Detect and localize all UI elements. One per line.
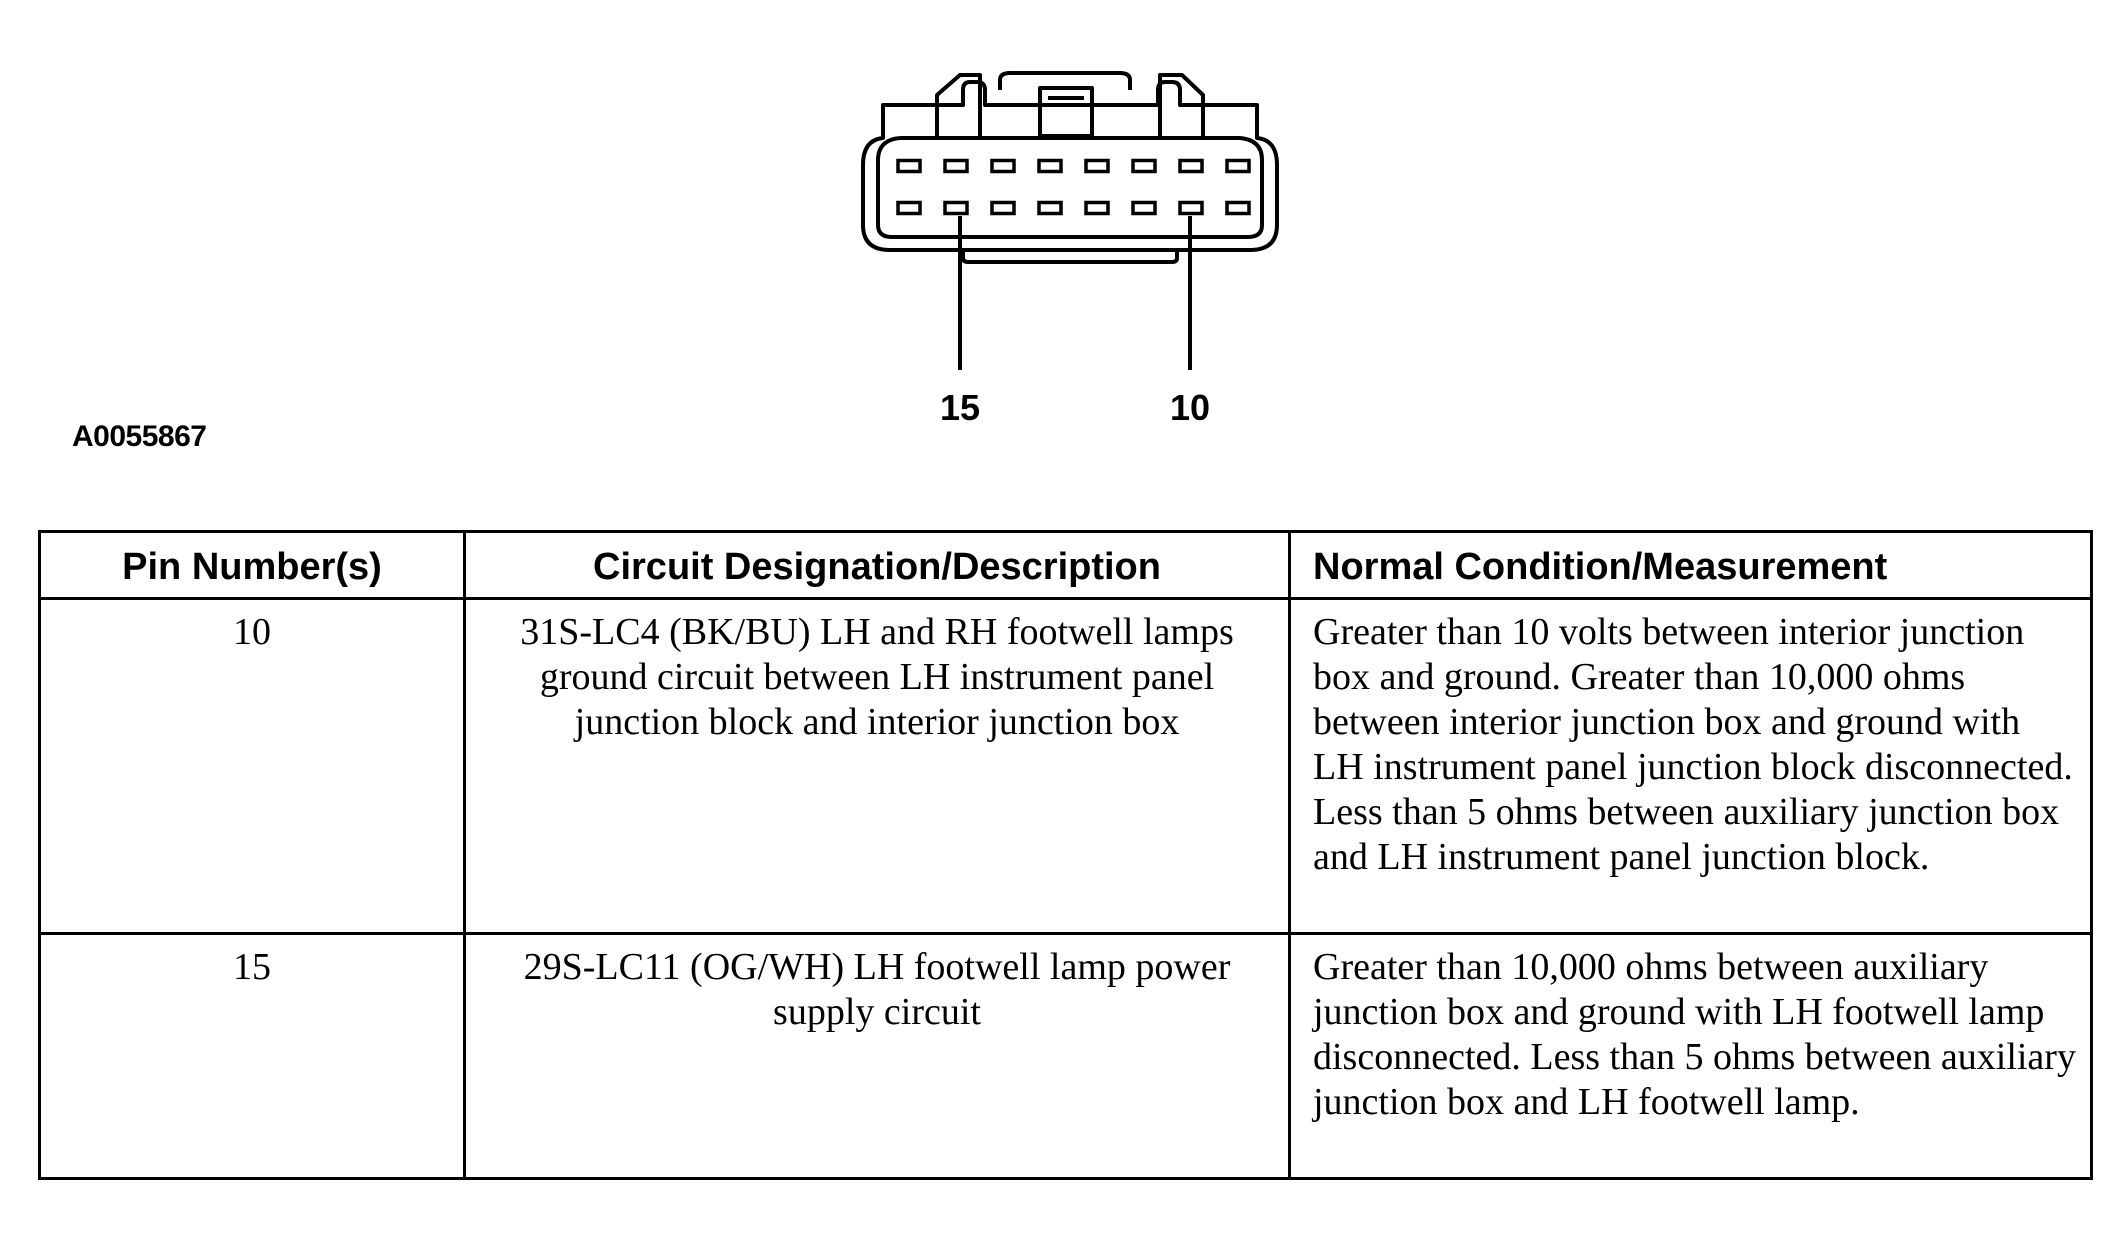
right-latch	[1158, 73, 1205, 138]
pin-cavity	[1131, 158, 1157, 174]
cell-pin: 15	[38, 932, 466, 1180]
pin-cavity	[943, 158, 969, 174]
table-header-row: Pin Number(s) Circuit Designation/Descri…	[38, 530, 2093, 600]
cell-description: 31S-LC4 (BK/BU) LH and RH footwell lamps…	[463, 597, 1291, 935]
pin-cavity	[943, 200, 969, 216]
header-normal-condition: Normal Condition/Measurement	[1288, 530, 2093, 600]
header-circuit-description: Circuit Designation/Description	[463, 530, 1291, 600]
pin-cavity	[990, 200, 1016, 216]
pin-cavity	[1084, 158, 1110, 174]
pin-cavity	[896, 200, 922, 216]
connector-inner-outline	[876, 136, 1264, 239]
pin-cavity	[1225, 158, 1251, 174]
center-lock-window	[1038, 86, 1094, 138]
cell-description: 29S-LC11 (OG/WH) LH footwell lamp power …	[463, 932, 1291, 1180]
pin-cavity	[1037, 200, 1063, 216]
bottom-key	[961, 250, 1179, 264]
pin-cavity	[1178, 158, 1204, 174]
pin-table: Pin Number(s) Circuit Designation/Descri…	[38, 530, 2093, 1180]
pin-cavity	[990, 158, 1016, 174]
pin-label-15: 15	[940, 387, 980, 428]
pin-cavity	[1037, 158, 1063, 174]
cell-condition: Greater than 10,000 ohms between auxilia…	[1288, 932, 2093, 1180]
pin-cavity	[896, 158, 922, 174]
cell-condition: Greater than 10 volts between interior j…	[1288, 597, 2093, 935]
pin-cavity	[1084, 200, 1110, 216]
pin-row-top	[896, 158, 1251, 174]
figure-id: A0055867	[72, 420, 207, 453]
table-row: 15 29S-LC11 (OG/WH) LH footwell lamp pow…	[38, 932, 2093, 1180]
center-lock-tab	[998, 71, 1132, 90]
pin-row-bottom	[896, 200, 1251, 216]
pin-cavity	[1225, 200, 1251, 216]
table-row: 10 31S-LC4 (BK/BU) LH and RH footwell la…	[38, 597, 2093, 935]
connector-body	[861, 80, 1279, 252]
connector-diagram: 15 10	[861, 71, 1279, 428]
header-pin-numbers: Pin Number(s)	[38, 530, 466, 600]
cell-pin: 10	[38, 597, 466, 935]
pin-cavity	[1178, 200, 1204, 216]
left-latch	[935, 73, 982, 138]
pin-cavity	[1131, 200, 1157, 216]
pin-label-10: 10	[1170, 387, 1210, 428]
